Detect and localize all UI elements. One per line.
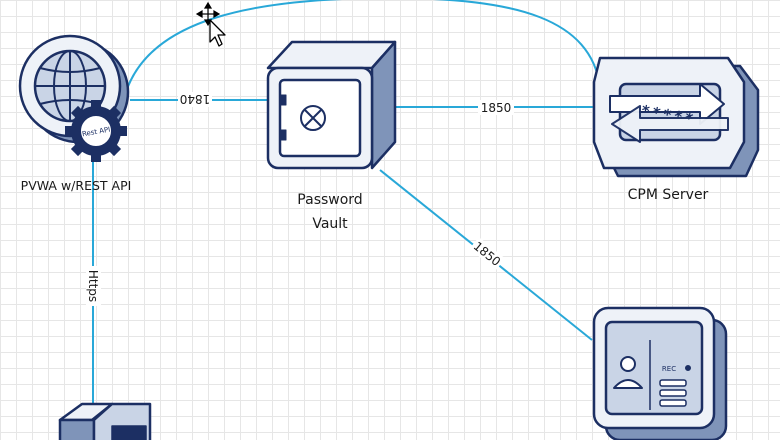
node-cpm-server[interactable]: ***** CPM Server [592,56,760,203]
monitor-icon [58,402,152,440]
edge-label-vault-cpm: 1850 [478,100,514,115]
id-card-icon [592,306,728,440]
edge-label-pvwa-vault: 1840 [178,92,212,107]
edge-label-https-text: Https [86,270,100,302]
edge-label-1850-cpm: 1850 [481,101,512,115]
pvwa-label: PVWA w/REST API [21,178,132,193]
vault-label-line1: Password [297,192,362,208]
connector-pvwa-cpm-arc[interactable] [125,0,601,93]
rec-badge: REC [662,365,676,373]
edge-label-1840: 1840 [180,92,211,106]
cpm-label: CPM Server [628,187,709,203]
move-cursor-icon [195,1,221,27]
node-pvwa[interactable]: Rest API PVWA w/REST API [18,34,132,193]
vault-label-line2: Vault [312,216,348,232]
safe-icon [266,40,397,170]
edge-label-https: Https [86,266,101,306]
node-id-card[interactable]: REC [592,306,728,440]
node-password-vault[interactable]: Password Vault [266,40,397,232]
sync-arrows-icon [592,56,760,178]
gear-icon: Rest API [65,100,127,162]
pointer-cursor-icon [209,19,226,47]
node-client[interactable] [58,402,152,440]
